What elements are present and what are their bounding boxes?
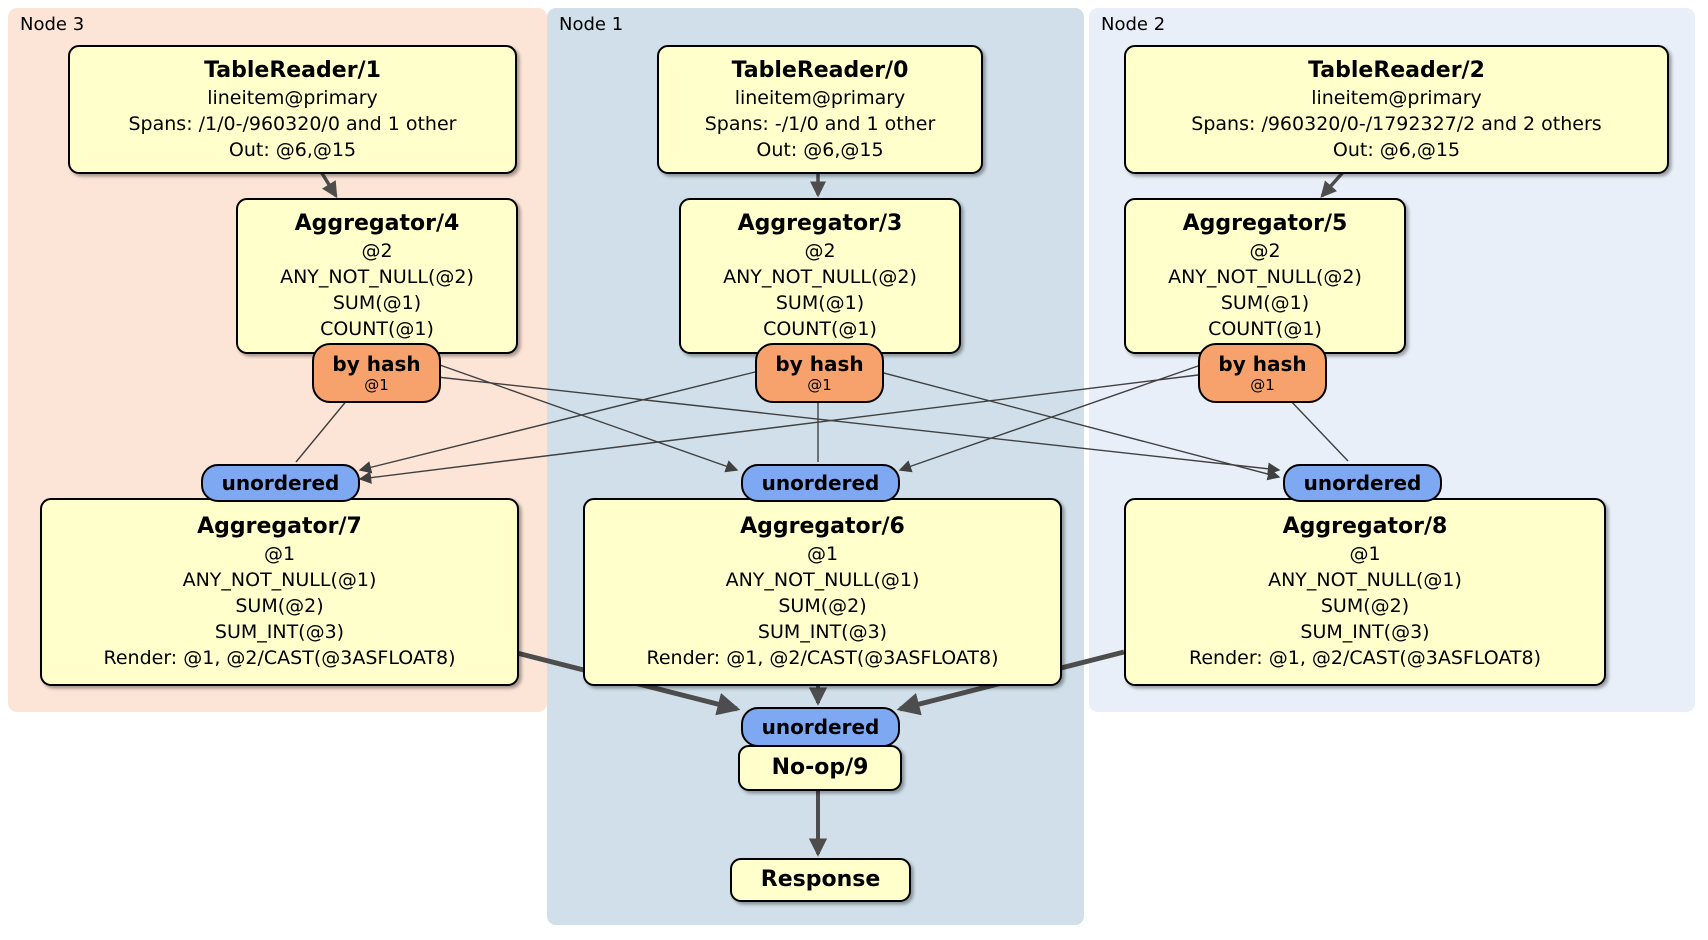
processor-detail: lineitem@primary — [207, 86, 378, 109]
processor-detail: Render: @1, @2/CAST(@3ASFLOAT8) — [646, 647, 999, 669]
processor-aggregator-6: Aggregator/6 @1 ANY_NOT_NULL(@1) SUM(@2)… — [583, 498, 1062, 686]
processor-detail: @2 — [1249, 240, 1281, 262]
processor-detail: ANY_NOT_NULL(@2) — [723, 266, 917, 288]
processor-detail: Out: @6,@15 — [228, 138, 357, 161]
node2-label: Node 2 — [1101, 14, 1166, 35]
processor-title: Aggregator/3 — [737, 211, 903, 236]
processor-title: Aggregator/5 — [1182, 211, 1348, 236]
processor-response: Response — [730, 858, 911, 902]
processor-detail: SUM(@2) — [778, 595, 867, 617]
processor-title: Response — [760, 867, 881, 892]
processor-detail: Render: @1, @2/CAST(@3ASFLOAT8) — [103, 647, 456, 669]
processor-detail: ANY_NOT_NULL(@2) — [1168, 266, 1362, 288]
stream-unordered-final: unordered — [741, 707, 900, 747]
stream-label: unordered — [761, 715, 880, 739]
processor-detail: @1 — [806, 543, 839, 565]
stream-label: unordered — [1303, 471, 1422, 495]
processor-detail: Render: @1, @2/CAST(@3ASFLOAT8) — [1189, 647, 1541, 669]
processor-detail: COUNT(@1) — [763, 318, 877, 340]
processor-detail: @2 — [361, 240, 393, 262]
processor-detail: lineitem@primary — [734, 86, 906, 109]
processor-detail: SUM(@2) — [1320, 595, 1410, 617]
processor-aggregator-5: Aggregator/5 @2 ANY_NOT_NULL(@2) SUM(@1)… — [1124, 198, 1406, 354]
processor-detail: SUM_INT(@3) — [757, 621, 888, 643]
processor-title: Aggregator/8 — [1282, 514, 1448, 539]
processor-detail: SUM(@1) — [775, 292, 865, 314]
stream-unordered-node2: unordered — [1283, 464, 1442, 502]
processor-title: Aggregator/7 — [197, 514, 362, 539]
processor-detail: @1 — [1349, 543, 1381, 565]
processor-title: TableReader/1 — [204, 57, 381, 83]
router-detail: @1 — [364, 376, 389, 394]
processor-detail: ANY_NOT_NULL(@2) — [280, 266, 474, 288]
router-by-hash-node3: by hash @1 — [312, 343, 441, 403]
processor-aggregator-4: Aggregator/4 @2 ANY_NOT_NULL(@2) SUM(@1)… — [236, 198, 518, 354]
processor-detail: ANY_NOT_NULL(@1) — [1268, 569, 1462, 591]
processor-tablereader-2: TableReader/2 lineitem@primary Spans: /9… — [1124, 45, 1669, 174]
processor-aggregator-3: Aggregator/3 @2 ANY_NOT_NULL(@2) SUM(@1)… — [679, 198, 961, 354]
stream-unordered-node3: unordered — [201, 464, 360, 502]
processor-tablereader-0: TableReader/0 lineitem@primary Spans: -/… — [657, 45, 983, 174]
processor-detail: @1 — [263, 543, 296, 565]
processor-noop-9: No-op/9 — [738, 745, 902, 791]
processor-aggregator-7: Aggregator/7 @1 ANY_NOT_NULL(@1) SUM(@2)… — [40, 498, 519, 686]
processor-title: No-op/9 — [771, 755, 869, 780]
router-label: by hash — [775, 352, 864, 376]
processor-detail: Spans: /960320/0-/1792327/2 and 2 others — [1191, 112, 1602, 135]
processor-detail: Spans: -/1/0 and 1 other — [704, 112, 936, 135]
processor-detail: @2 — [804, 240, 836, 262]
processor-detail: SUM(@2) — [235, 595, 324, 617]
router-label: by hash — [332, 352, 421, 376]
router-detail: @1 — [807, 376, 832, 394]
processor-detail: SUM(@1) — [1220, 292, 1310, 314]
router-by-hash-node2: by hash @1 — [1198, 343, 1327, 403]
stream-label: unordered — [221, 471, 340, 495]
processor-detail: COUNT(@1) — [320, 318, 434, 340]
processor-title: TableReader/0 — [731, 57, 909, 83]
stream-label: unordered — [761, 471, 880, 495]
processor-detail: Spans: /1/0-/960320/0 and 1 other — [128, 112, 457, 135]
processor-title: TableReader/2 — [1308, 57, 1485, 83]
processor-detail: SUM_INT(@3) — [214, 621, 345, 643]
processor-detail: COUNT(@1) — [1208, 318, 1322, 340]
processor-detail: lineitem@primary — [1311, 86, 1482, 109]
node3-label: Node 3 — [20, 14, 85, 35]
processor-detail: SUM(@1) — [332, 292, 422, 314]
processor-title: Aggregator/6 — [740, 514, 905, 539]
processor-detail: SUM_INT(@3) — [1300, 621, 1430, 643]
processor-tablereader-1: TableReader/1 lineitem@primary Spans: /1… — [68, 45, 517, 174]
stream-unordered-node1: unordered — [741, 464, 900, 502]
processor-detail: Out: @6,@15 — [756, 138, 884, 161]
processor-detail: Out: @6,@15 — [1332, 138, 1461, 161]
processor-title: Aggregator/4 — [294, 211, 460, 236]
router-label: by hash — [1218, 352, 1307, 376]
router-by-hash-node1: by hash @1 — [755, 343, 884, 403]
processor-aggregator-8: Aggregator/8 @1 ANY_NOT_NULL(@1) SUM(@2)… — [1124, 498, 1606, 686]
router-detail: @1 — [1250, 376, 1275, 394]
processor-detail: ANY_NOT_NULL(@1) — [725, 569, 920, 591]
node1-label: Node 1 — [559, 14, 624, 35]
processor-detail: ANY_NOT_NULL(@1) — [182, 569, 377, 591]
